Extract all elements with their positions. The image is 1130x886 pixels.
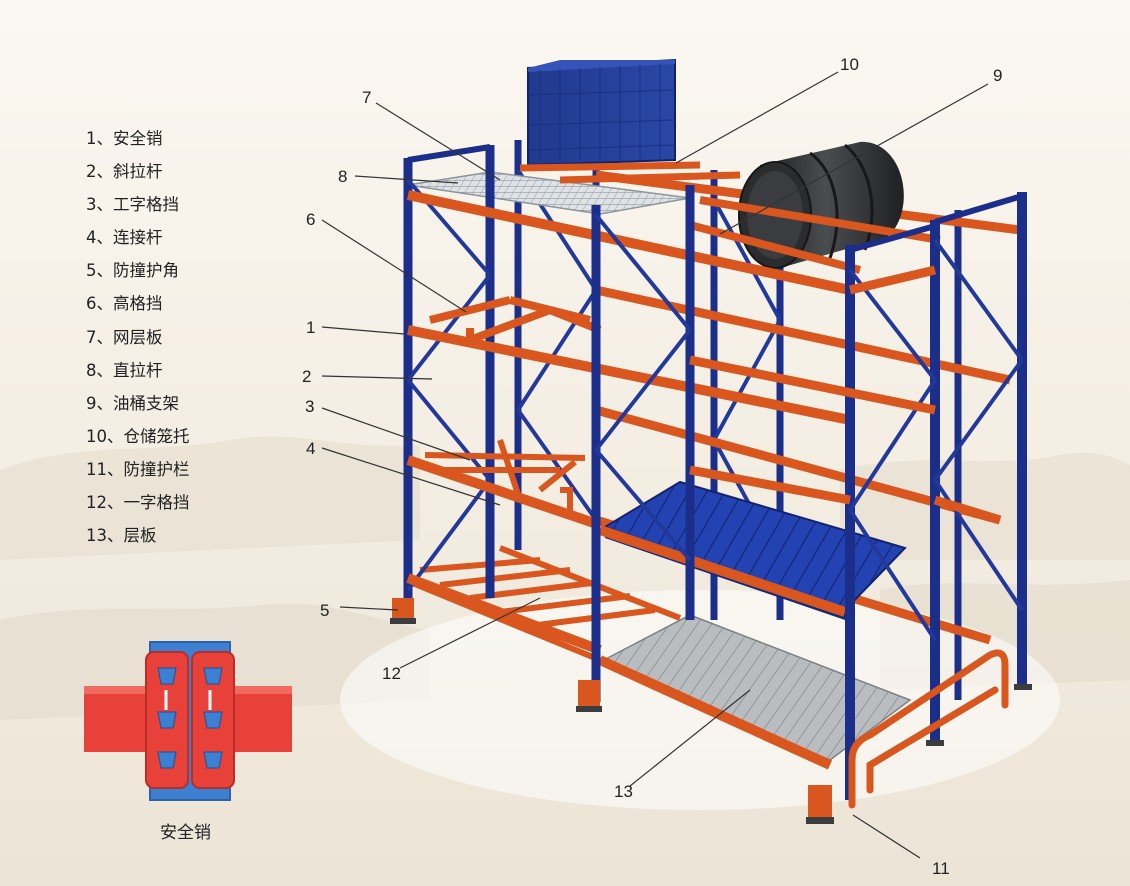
callout-number: 8 <box>338 167 347 186</box>
front-right-frame <box>845 192 1027 800</box>
callout-number: 12 <box>382 664 401 683</box>
legend-item: 10、仓储笼托 <box>86 426 190 446</box>
callout-number: 5 <box>320 601 329 620</box>
right-beams <box>689 265 1002 525</box>
legend: 1、安全销 2、斜拉杆 3、工字格挡 4、连接杆 5、防撞护角 6、高格挡 7、… <box>86 126 190 556</box>
callout-numbers: 1 2 3 4 5 6 7 8 9 10 11 12 13 <box>302 55 1002 878</box>
front-left-frame <box>403 144 495 612</box>
callout-leaders <box>321 71 989 859</box>
legend-item: 12、一字格挡 <box>86 493 190 513</box>
one-line-grid-bars <box>408 545 682 663</box>
callout-number: 13 <box>614 782 633 801</box>
callout-number: 11 <box>932 859 950 878</box>
middle-frame <box>591 185 695 702</box>
legend-item: 2、斜拉杆 <box>86 162 163 182</box>
legend-item: 8、直拉杆 <box>86 360 163 380</box>
storage-cage <box>527 58 676 167</box>
legend-item: 1、安全销 <box>86 129 163 148</box>
callout-number: 4 <box>306 439 315 458</box>
legend-item: 11、防撞护栏 <box>86 459 190 479</box>
callout-number: 10 <box>840 55 859 74</box>
callout-number: 3 <box>305 397 314 416</box>
oil-drum <box>738 141 904 269</box>
legend-item: 9、油桶支架 <box>86 393 179 413</box>
mist-mountain <box>840 452 1130 560</box>
callout-number: 7 <box>362 88 371 107</box>
anti-collision-guardrail <box>848 649 1009 809</box>
legend-item: 13、层板 <box>86 526 157 546</box>
cage-pallet <box>519 161 741 184</box>
legend-item: 3、工字格挡 <box>86 195 179 215</box>
callout-number: 2 <box>302 367 311 386</box>
corner-protectors <box>392 598 832 817</box>
safety-pin-caption: 安全销 <box>160 823 211 843</box>
legend-item: 4、连接杆 <box>86 228 163 248</box>
legend-item: 5、防撞护角 <box>86 261 179 281</box>
i-type-grid-barrier <box>424 439 586 515</box>
callout-number: 6 <box>306 210 315 229</box>
callout-number: 9 <box>993 66 1002 85</box>
callout-number: 1 <box>306 318 315 337</box>
legend-item: 7、网层板 <box>86 327 163 347</box>
legend-item: 6、高格挡 <box>86 294 163 314</box>
mist-mountain <box>0 436 420 560</box>
base-plates <box>390 618 1032 824</box>
safety-pin-icon <box>164 690 212 710</box>
safety-pin-detail <box>84 641 292 801</box>
